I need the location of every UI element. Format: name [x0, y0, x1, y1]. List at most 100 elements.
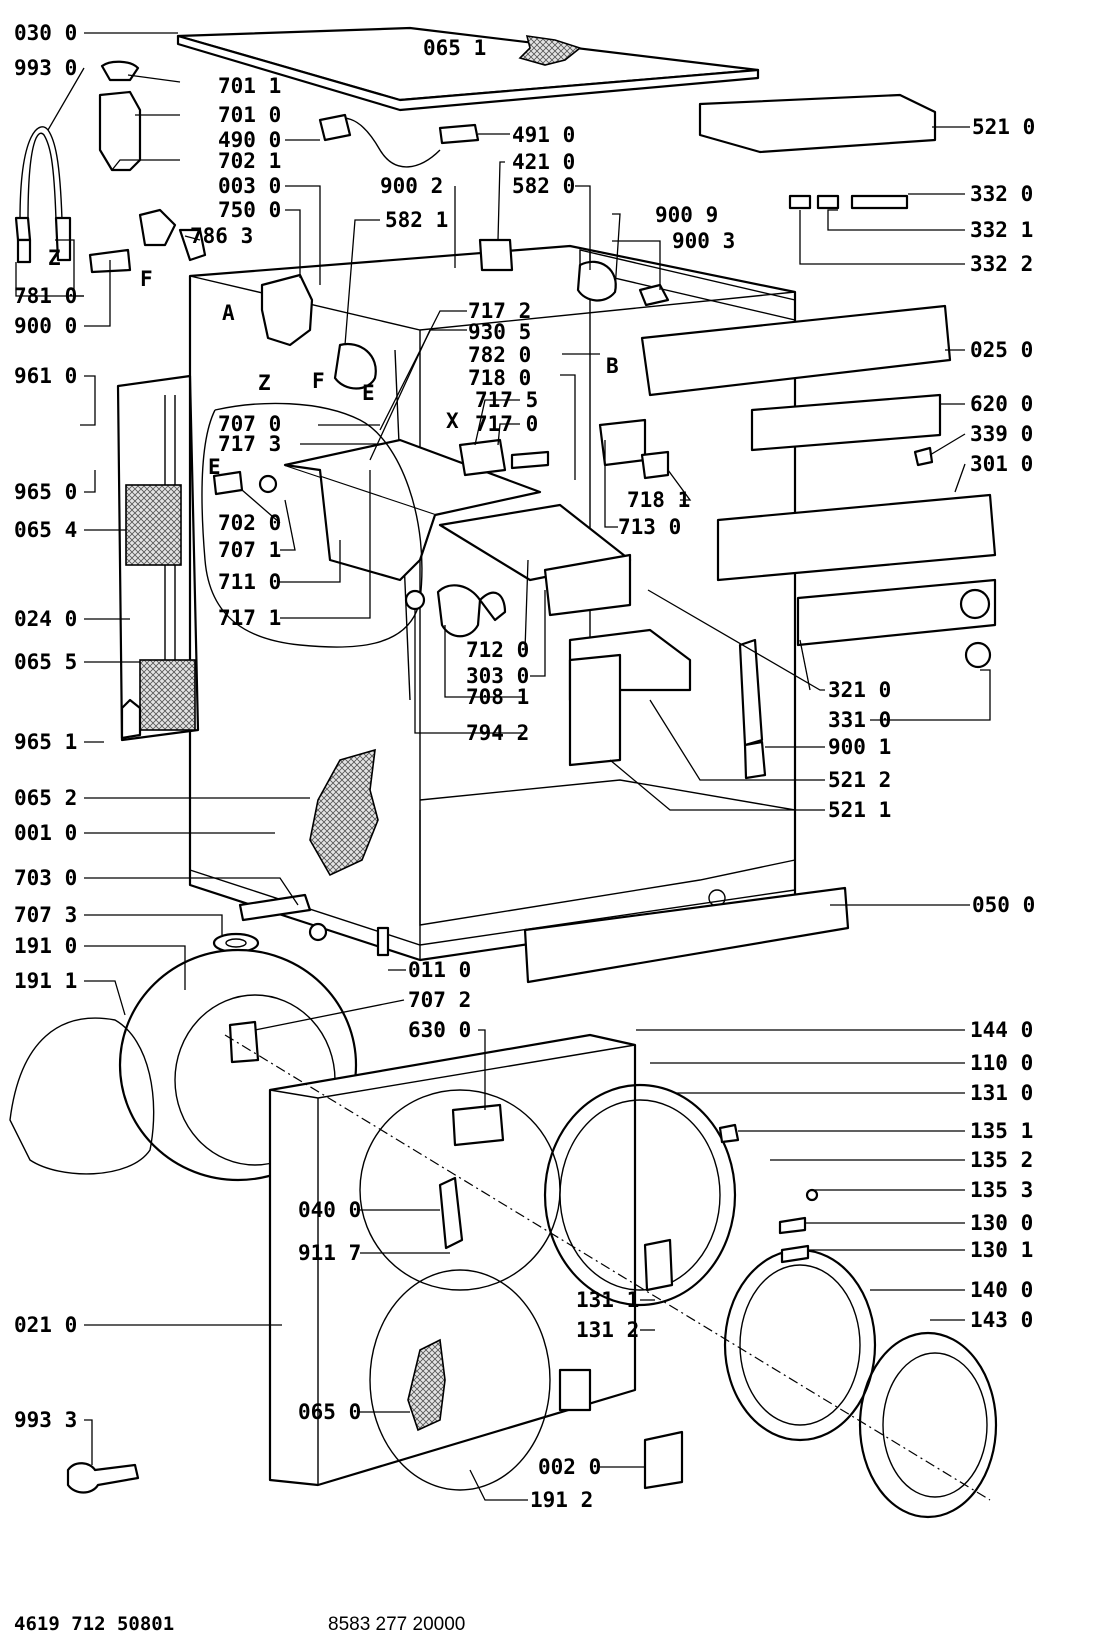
callout-191-0: 191 0: [14, 934, 77, 958]
callout-707-1: 707 1: [218, 538, 281, 562]
callout-718-0: 718 0: [468, 366, 531, 390]
callout-065-4: 065 4: [14, 518, 77, 542]
callout-717-1: 717 1: [218, 606, 281, 630]
callout-191-1: 191 1: [14, 969, 77, 993]
callout-135-2: 135 2: [970, 1148, 1033, 1172]
callout-711-0: 711 0: [218, 570, 281, 594]
callout-965-0: 965 0: [14, 480, 77, 504]
callout-303-0: 303 0: [466, 664, 529, 688]
marker-f-lower: F: [312, 369, 325, 393]
footer: 4619 712 50801 8583 277 20000: [14, 1613, 465, 1635]
callout-521-0: 521 0: [972, 115, 1035, 139]
callout-993-3: 993 3: [14, 1408, 77, 1432]
callout-702-1: 702 1: [218, 149, 281, 173]
spanner-tool: [66, 1462, 140, 1494]
callout-002-0: 002 0: [538, 1455, 601, 1479]
callout-703-0: 703 0: [14, 866, 77, 890]
callout-993-0: 993 0: [14, 56, 77, 80]
callout-191-2: 191 2: [530, 1488, 593, 1512]
callout-707-3: 707 3: [14, 903, 77, 927]
callout-065-0: 065 0: [298, 1400, 361, 1424]
top-lid: [176, 26, 760, 112]
callout-025-0: 025 0: [970, 338, 1033, 362]
side-panel: [116, 374, 200, 742]
callout-labels: 030 0 993 0 781 0 900 0 961 0 965 0 065 …: [14, 21, 1035, 1512]
callout-712-0: 712 0: [466, 638, 529, 662]
callout-782-0: 782 0: [468, 343, 531, 367]
insulation-pad-top: [518, 35, 582, 66]
marker-f-upper: F: [140, 267, 153, 291]
detergent-dispenser: [201, 402, 632, 648]
callout-786-3: 786 3: [190, 224, 253, 248]
marker-b: B: [606, 354, 619, 378]
kickboard: [523, 886, 850, 984]
footer-left-code: 4619 712 50801: [14, 1613, 174, 1635]
callout-130-0: 130 0: [970, 1211, 1033, 1235]
callout-144-0: 144 0: [970, 1018, 1033, 1042]
callout-131-2: 131 2: [576, 1318, 639, 1342]
callout-050-0: 050 0: [972, 893, 1035, 917]
callout-701-1: 701 1: [218, 74, 281, 98]
marker-a: A: [222, 301, 235, 325]
marker-e-upper: E: [362, 381, 375, 405]
marker-z-upper: Z: [48, 246, 61, 270]
callout-717-5: 717 5: [475, 388, 538, 412]
callout-717-3: 717 3: [218, 432, 281, 456]
callout-130-1: 130 1: [970, 1238, 1033, 1262]
callout-490-0: 490 0: [218, 128, 281, 152]
callout-001-0: 001 0: [14, 821, 77, 845]
callout-135-3: 135 3: [970, 1178, 1033, 1202]
callout-781-0: 781 0: [14, 284, 77, 308]
callout-332-1: 332 1: [970, 218, 1033, 242]
door-axis-line: [224, 1034, 991, 1501]
callout-702-0: 702 0: [218, 511, 281, 535]
callout-332-0: 332 0: [970, 182, 1033, 206]
callout-140-0: 140 0: [970, 1278, 1033, 1302]
callout-707-2: 707 2: [408, 988, 471, 1012]
callout-900-9: 900 9: [655, 203, 718, 227]
footer-right-code: 8583 277 20000: [328, 1614, 465, 1635]
callout-900-0: 900 0: [14, 314, 77, 338]
callout-713-0: 713 0: [618, 515, 681, 539]
callout-717-2: 717 2: [468, 299, 531, 323]
callout-143-0: 143 0: [970, 1308, 1033, 1332]
callout-900-3: 900 3: [672, 229, 735, 253]
marker-x: X: [446, 409, 459, 433]
callout-582-0: 582 0: [512, 174, 575, 198]
callout-794-2: 794 2: [466, 721, 529, 745]
insulation-pad-055: [139, 659, 196, 731]
reference-markers: A B E E F F X Z Z: [48, 246, 619, 479]
callout-011-0: 011 0: [408, 958, 471, 982]
callout-900-1: 900 1: [828, 735, 891, 759]
callout-620-0: 620 0: [970, 392, 1033, 416]
callout-930-5: 930 5: [468, 320, 531, 344]
hose-connector: [212, 893, 390, 957]
callout-707-0: 707 0: [218, 412, 281, 436]
callout-131-1: 131 1: [576, 1288, 639, 1312]
callout-521-1: 521 1: [828, 798, 891, 822]
leader-lines: [15, 32, 991, 1501]
front-panel: [268, 1033, 637, 1491]
callout-339-0: 339 0: [970, 422, 1033, 446]
callout-521-2: 521 2: [828, 768, 891, 792]
marker-z-lower: Z: [258, 371, 271, 395]
callout-965-1: 965 1: [14, 730, 77, 754]
valves: [333, 238, 670, 477]
callout-630-0: 630 0: [408, 1018, 471, 1042]
pressure-switch-holder: [568, 418, 767, 780]
callout-065-5: 065 5: [14, 650, 77, 674]
callout-065-1: 065 1: [423, 36, 486, 60]
callout-065-2: 065 2: [14, 786, 77, 810]
insulation-pad-side: [309, 748, 379, 877]
wiring: [318, 113, 480, 168]
callout-321-0: 321 0: [828, 678, 891, 702]
marker-e-lower: E: [208, 455, 221, 479]
callout-717-0: 717 0: [475, 412, 538, 436]
insulation-pad-054: [125, 484, 182, 566]
callout-021-0: 021 0: [14, 1313, 77, 1337]
callout-491-0: 491 0: [512, 123, 575, 147]
callout-900-2: 900 2: [380, 174, 443, 198]
callout-750-0: 750 0: [218, 198, 281, 222]
callout-024-0: 024 0: [14, 607, 77, 631]
